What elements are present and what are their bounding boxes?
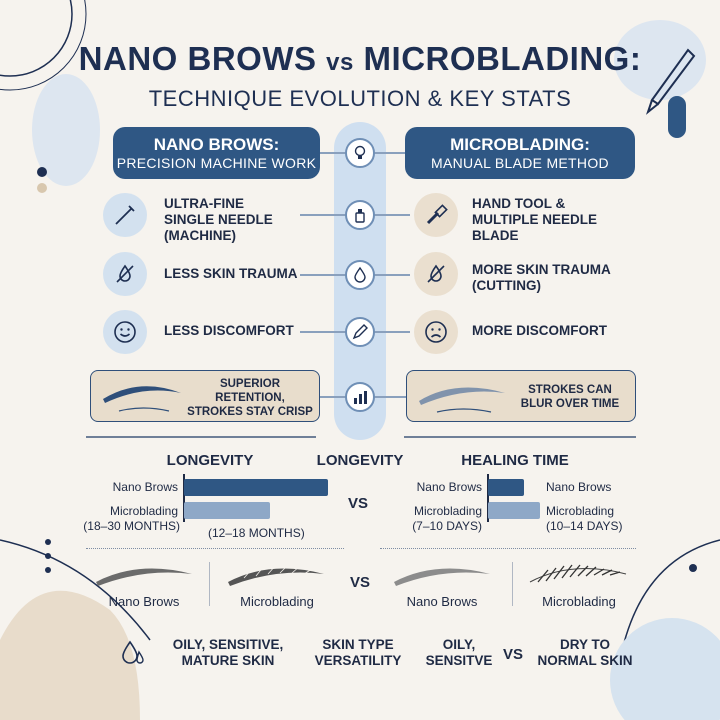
blurred-brow-illustration — [419, 387, 505, 413]
frown-face-icon — [414, 310, 458, 354]
micro-feature-trauma: MORE SKIN TRAUMA (CUTTING) — [472, 262, 611, 293]
nano-feature-needle: ULTRA-FINE SINGLE NEEDLE (MACHINE) — [164, 196, 273, 243]
brow-right-micro-caption: Microblading — [542, 594, 616, 609]
micro-retention-text: STROKES CAN BLUR OVER TIME — [520, 384, 620, 410]
nano-feature-trauma: LESS SKIN TRAUMA — [164, 266, 298, 281]
micro-skin-types-left: OILY, SENSITVE — [425, 637, 493, 668]
micro-skin-types-right: DRY TO NORMAL SKIN — [537, 637, 633, 668]
microblading-brow-illustration-right — [529, 564, 627, 583]
nano-brow-illustration — [96, 568, 192, 586]
page-title: NANO BROWS vs MICROBLADING: — [78, 40, 642, 77]
brow-vs: VS — [350, 574, 371, 591]
less-trauma-icon — [103, 252, 147, 296]
page-subtitle: TECHNIQUE EVOLUTION & KEY STATS — [148, 86, 572, 111]
section-divider — [404, 436, 636, 438]
blade-tool-icon — [414, 193, 458, 237]
dotted-divider — [380, 548, 636, 549]
micro-feature-discomfort: MORE DISCOMFORT — [472, 323, 607, 338]
healing-nano-label: Nano Brows — [416, 480, 482, 494]
nano-retention-box: SUPERIOR RETENTION, STROKES STAY CRISP — [90, 370, 320, 422]
longevity-nano-bar — [184, 479, 328, 496]
longevity-vs: VS — [348, 495, 369, 512]
dotted-divider — [86, 548, 344, 549]
lightbulb-icon — [345, 138, 375, 168]
healing-micro-right-label: Microblading — [546, 504, 615, 518]
skin-type-versatility: SKIN TYPE VERSATILITY — [314, 637, 402, 668]
nano-skin-types: OILY, SENSITIVE, MATURE SKIN — [172, 637, 284, 668]
nano-brows-header: NANO BROWS: PRECISION MACHINE WORK — [113, 127, 320, 179]
longevity-heading: LONGEVITY — [166, 452, 254, 469]
brow-right-nano-caption: Nano Brows — [406, 594, 478, 609]
healing-time-heading: HEALING TIME — [461, 452, 569, 469]
healing-micro-range: (10–14 DAYS) — [546, 519, 623, 533]
microblading-brow-illustration — [228, 564, 324, 586]
healing-nano-right-label: Nano Brows — [546, 480, 612, 494]
brow-left-micro-caption: Microblading — [240, 594, 314, 609]
longevity-axis — [183, 474, 185, 522]
healing-axis — [487, 474, 489, 522]
longevity-nano-label: Nano Brows — [112, 480, 178, 494]
healing-nano-bar — [488, 479, 525, 496]
brow-divider — [209, 562, 210, 606]
smile-face-icon — [103, 310, 147, 354]
healing-nano-range: (7–10 DAYS) — [412, 519, 482, 533]
pen-icon — [345, 317, 375, 347]
nano-brow-illustration-right — [394, 568, 490, 586]
needle-icon — [103, 193, 147, 237]
skin-droplet-icon — [120, 638, 146, 673]
healing-micro-label: Microblading — [413, 504, 482, 518]
brow-left-nano-caption: Nano Brows — [108, 594, 180, 609]
nano-feature-discomfort: LESS DISCOMFORT — [164, 323, 294, 338]
longevity-micro-range: (12–18 MONTHS) — [208, 526, 305, 540]
center-longevity-heading: LONGEVITY — [316, 452, 404, 469]
droplet-icon — [345, 260, 375, 290]
healing-micro-bar — [488, 502, 540, 519]
longevity-micro-bar — [184, 502, 271, 519]
longevity-nano-range: (18–30 MONTHS) — [83, 519, 180, 533]
nano-retention-text: SUPERIOR RETENTION, STROKES STAY CRISP — [187, 378, 313, 418]
skin-vs: VS — [503, 646, 524, 663]
more-trauma-icon — [414, 252, 458, 296]
crisp-brow-illustration — [103, 386, 181, 412]
micro-retention-box: STROKES CAN BLUR OVER TIME — [406, 370, 636, 422]
longevity-micro-label: Microblading — [109, 504, 178, 518]
micro-feature-blade: HAND TOOL & MULTIPLE NEEDLE BLADE — [472, 196, 598, 243]
brow-divider — [512, 562, 513, 606]
microblading-header: MICROBLADING: MANUAL BLADE METHOD — [405, 127, 635, 179]
bar-chart-icon — [345, 382, 375, 412]
ink-bottle-icon — [345, 200, 375, 230]
section-divider — [86, 436, 316, 438]
